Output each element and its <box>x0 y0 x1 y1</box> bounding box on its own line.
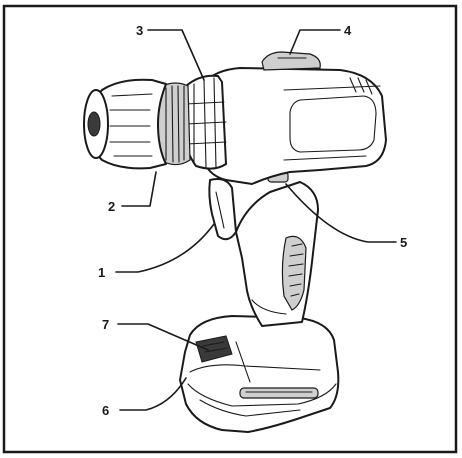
callout-label-1: 1 <box>98 265 105 280</box>
leader-6 <box>119 377 187 411</box>
drill-illustration <box>83 51 387 433</box>
trigger <box>208 178 237 241</box>
leader-4 <box>289 29 341 55</box>
callout-label-3: 3 <box>136 23 143 38</box>
keyless-chuck <box>83 78 191 170</box>
callout-label-4: 4 <box>344 23 352 38</box>
leader-2 <box>121 171 157 207</box>
leader-1 <box>115 223 215 273</box>
leader-lines <box>115 29 397 411</box>
leader-7 <box>117 323 209 351</box>
battery-pack <box>179 315 340 433</box>
leader-3 <box>147 29 205 81</box>
handle <box>235 181 319 327</box>
callout-label-7: 7 <box>102 317 109 332</box>
leader-5 <box>285 183 397 243</box>
motor-housing <box>203 51 387 185</box>
callout-label-5: 5 <box>400 235 407 250</box>
callout-labels: 1 2 3 4 5 6 7 <box>98 23 407 418</box>
callout-label-6: 6 <box>102 403 109 418</box>
callout-label-2: 2 <box>108 199 115 214</box>
figure-frame <box>2 4 458 454</box>
